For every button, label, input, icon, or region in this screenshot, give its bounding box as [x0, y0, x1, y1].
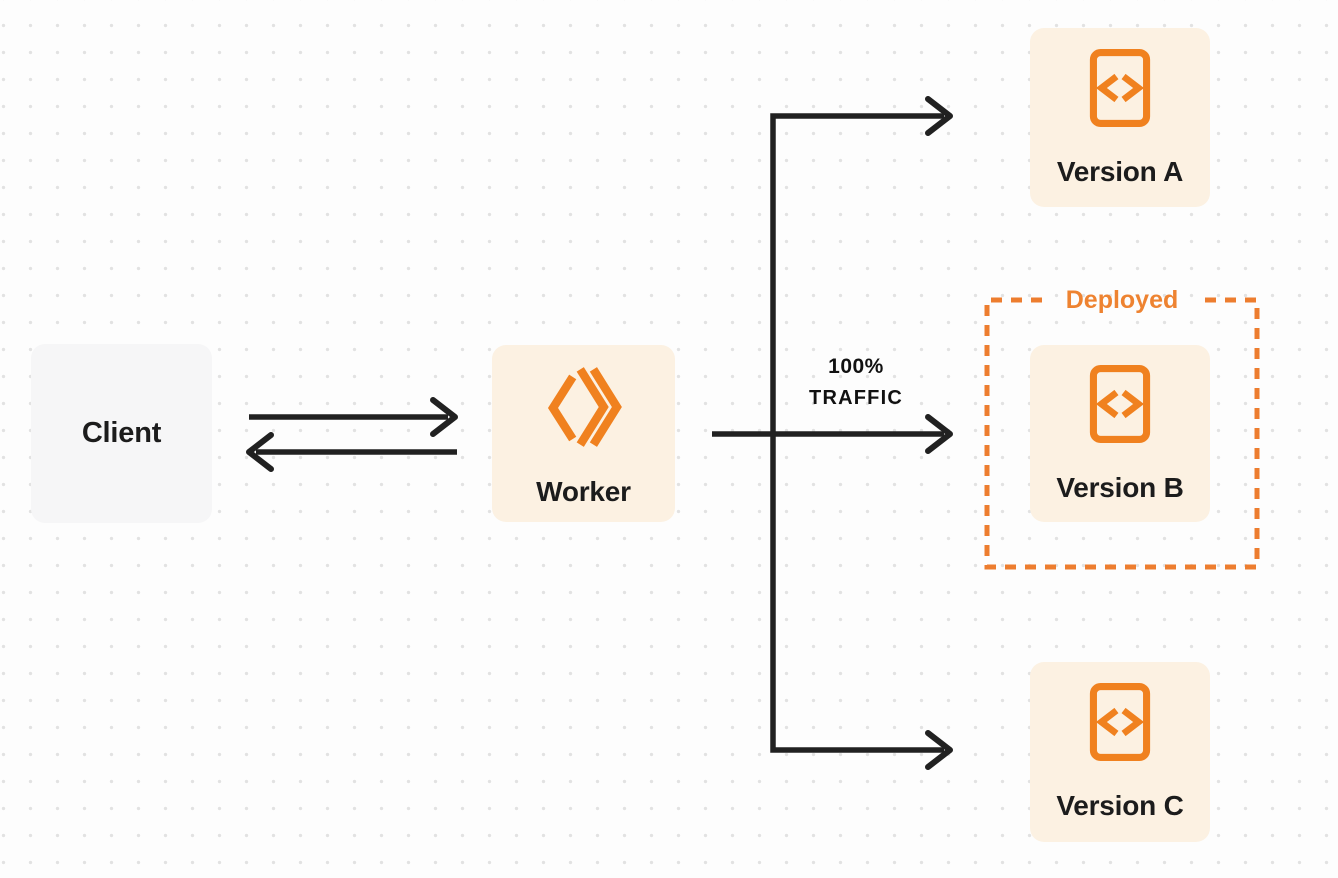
worker-branch-lines: [712, 96, 953, 770]
arrowhead-version-b: [925, 414, 953, 454]
version-a-label: Version A: [1056, 155, 1184, 187]
node-version-b: Version B: [1030, 345, 1210, 522]
node-worker: Worker: [492, 345, 675, 522]
code-file-icon: [1089, 682, 1151, 762]
traffic-annotation: 100% TRAFFIC: [781, 352, 931, 414]
traffic-percent: 100%: [828, 355, 884, 378]
line-branch-trunk: [770, 113, 944, 753]
code-file-icon: [1089, 48, 1151, 128]
version-b-label: Version B: [1056, 471, 1184, 503]
deployed-region-label: Deployed: [1065, 286, 1179, 314]
code-file-icon: [1089, 364, 1151, 444]
arrowhead-version-a: [925, 96, 953, 136]
worker-label: Worker: [536, 475, 631, 507]
node-client: Client: [31, 344, 212, 523]
arrowhead-version-c: [925, 730, 953, 770]
client-label: Client: [81, 417, 162, 449]
arrow-client-to-worker: [249, 397, 458, 437]
node-version-c: Version C: [1030, 662, 1210, 842]
arrow-worker-to-client: [246, 432, 457, 472]
version-c-label: Version C: [1056, 790, 1184, 821]
node-version-a: Version A: [1030, 28, 1210, 207]
traffic-word: TRAFFIC: [809, 387, 903, 409]
workers-chevrons-icon: [538, 360, 630, 454]
